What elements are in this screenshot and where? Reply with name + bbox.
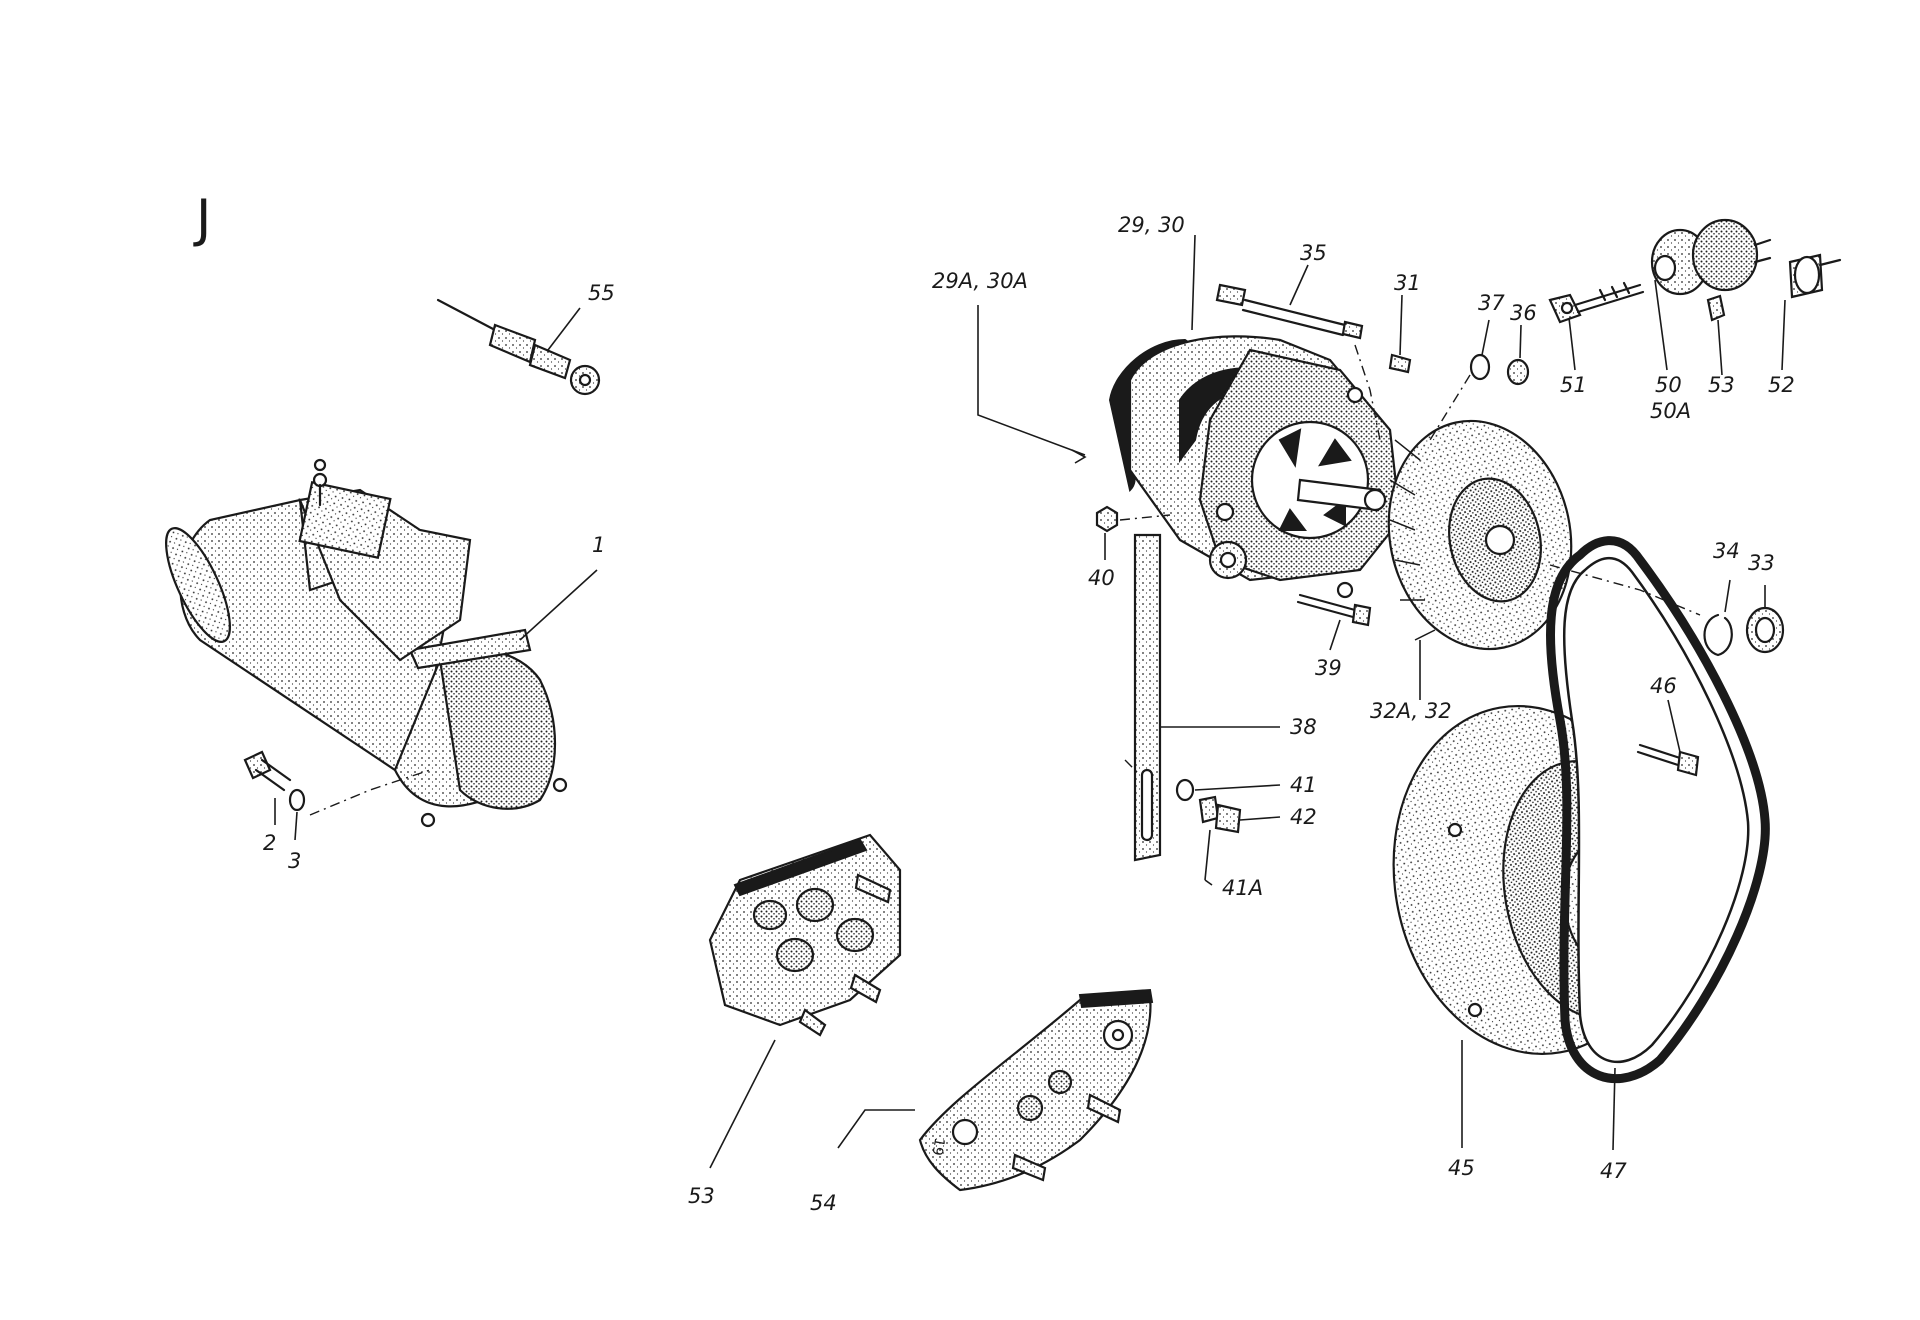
rectifier-54-drawing: 19 — [918, 988, 1154, 1192]
callout-29-30: 29, 30 — [1118, 213, 1185, 237]
callout-32a-32: 32A, 32 — [1370, 699, 1452, 723]
leader-lines — [274, 234, 1786, 1169]
shaft-bolt-35-drawing — [1215, 283, 1412, 441]
nut-33-circlip-34-drawing — [1549, 564, 1785, 657]
starter-motor-drawing — [165, 458, 568, 828]
callout-41a: 41A — [1222, 876, 1263, 900]
callout-50a: 50A — [1650, 399, 1691, 423]
ignition-switch-drawing — [1548, 218, 1842, 324]
callout-29a-30a: 29A, 30A — [932, 269, 1028, 293]
bolt-2-drawing — [243, 750, 431, 816]
callout-46: 46 — [1650, 674, 1677, 698]
callout-54: 54 — [810, 1191, 837, 1215]
callout-42: 42 — [1290, 805, 1317, 829]
bolt-39-drawing — [1296, 593, 1372, 627]
callout-45: 45 — [1448, 1156, 1475, 1180]
callout-1: 1 — [592, 533, 605, 557]
callout-34: 34 — [1713, 539, 1740, 563]
callout-38: 38 — [1290, 715, 1317, 739]
rectifier-53-drawing — [708, 833, 902, 1037]
callout-40: 40 — [1088, 566, 1115, 590]
callout-50: 50 — [1655, 373, 1682, 397]
callout-53: 53 — [688, 1184, 715, 1208]
callout-55: 55 — [588, 281, 615, 305]
fan-pulley-32-drawing — [1387, 419, 1573, 651]
callout-35: 35 — [1300, 241, 1327, 265]
bolt-46-drawing — [1636, 743, 1700, 777]
callout-41: 41 — [1290, 773, 1317, 797]
bracket-38-drawing — [1124, 533, 1162, 862]
callout-31: 31 — [1394, 271, 1421, 295]
bolt-42-washer-41-drawing — [1175, 778, 1242, 881]
callout-3: 3 — [288, 849, 301, 873]
callout-47: 47 — [1600, 1159, 1627, 1183]
nut-36-washer-37-drawing — [1429, 353, 1530, 441]
callout-2: 2 — [263, 831, 276, 855]
v-belt-47-drawing — [1546, 536, 1770, 1083]
part-stamp: 19 — [928, 1136, 947, 1156]
section-letter: J — [193, 189, 211, 249]
callout-51: 51 — [1560, 373, 1587, 397]
callout-36: 36 — [1510, 301, 1537, 325]
callout-39: 39 — [1315, 656, 1342, 680]
nut-40-drawing — [1095, 505, 1171, 533]
callout-52: 52 — [1768, 373, 1795, 397]
callout-33: 33 — [1748, 551, 1775, 575]
callout-labels: 1 2 3 55 29, 30 29A, 30A 35 31 37 36 51 … — [263, 213, 1795, 1215]
sender-55-drawing — [436, 298, 601, 396]
alternator-drawing — [1108, 335, 1402, 599]
callout-53-bulb: 53 — [1708, 373, 1735, 397]
callout-37: 37 — [1478, 291, 1505, 315]
